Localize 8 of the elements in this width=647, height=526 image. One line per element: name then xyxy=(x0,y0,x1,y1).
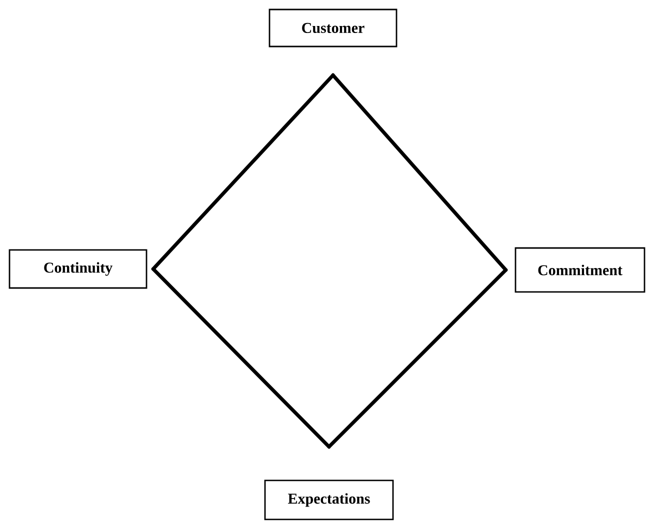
diamond-side xyxy=(151,73,335,271)
label-box: Continuity xyxy=(8,249,148,289)
diamond-side xyxy=(327,268,508,449)
label-box: Expectations xyxy=(264,480,394,520)
label-box: Customer xyxy=(268,8,398,48)
diamond-side xyxy=(151,267,331,449)
diamond-side xyxy=(331,73,508,272)
label-box: Commitment xyxy=(514,247,646,293)
